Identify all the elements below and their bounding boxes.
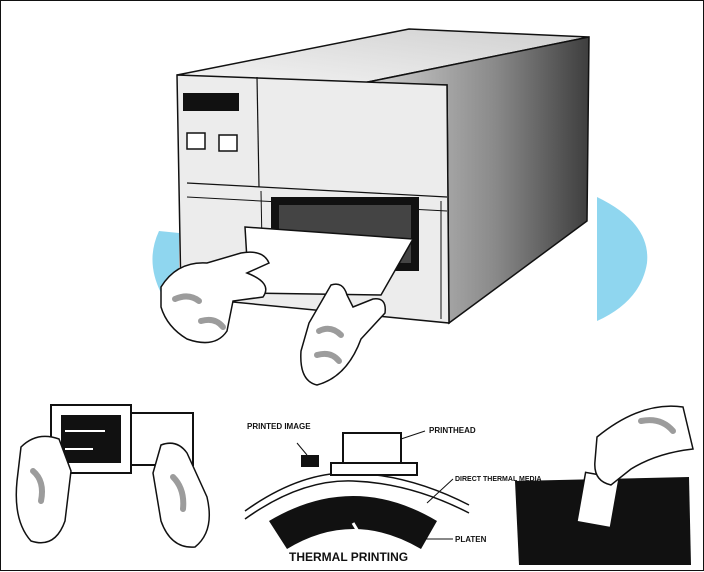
platen-label: PLATEN bbox=[455, 535, 487, 544]
hand-icon bbox=[160, 251, 270, 344]
hand-icon bbox=[152, 442, 210, 548]
thermal-printing-caption: THERMAL PRINTING bbox=[289, 550, 408, 564]
printhead-label: PRINTHEAD bbox=[429, 426, 476, 435]
hand-icon bbox=[300, 283, 386, 386]
platen-roller-icon bbox=[269, 496, 437, 549]
direct-thermal-media-label: DIRECT THERMAL MEDIA bbox=[455, 476, 542, 483]
printhead-icon bbox=[301, 432, 418, 476]
hand-icon bbox=[594, 405, 694, 486]
hand-icon bbox=[15, 435, 72, 544]
leader-lines bbox=[296, 430, 454, 540]
printed-image-label: PRINTED IMAGE bbox=[247, 422, 311, 431]
accent-shape-right bbox=[597, 197, 648, 321]
